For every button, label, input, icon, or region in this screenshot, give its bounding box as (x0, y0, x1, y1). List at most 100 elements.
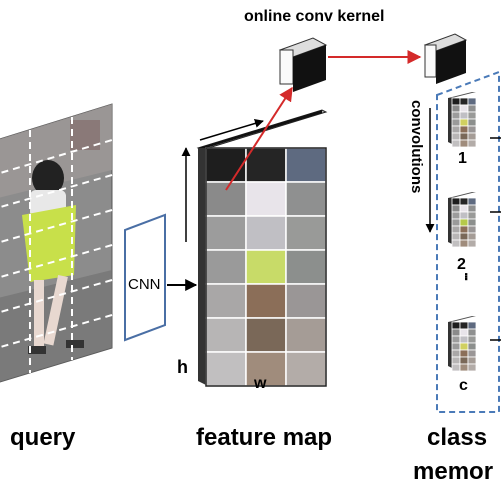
memory-map-cell (459, 225, 469, 234)
memory-map-cell (467, 335, 477, 344)
memory-map-cell (459, 328, 469, 337)
memory-map-3 (448, 316, 477, 372)
memory-map-cell (467, 197, 477, 206)
h-label: h (177, 357, 188, 377)
memory-map-cell (459, 363, 469, 372)
w-label: w (254, 375, 267, 392)
memory-map-cell (459, 218, 469, 227)
memory-map-top (448, 192, 476, 198)
online-kernel-cube (278, 37, 328, 92)
query-label: query (10, 424, 76, 451)
memory-map-cell (451, 328, 461, 337)
memory-map-cell (451, 111, 461, 120)
memory-map-cell (467, 342, 477, 351)
memory-kernel-cube (423, 33, 468, 84)
memory-map-cell (467, 232, 477, 241)
class-id-1: 1 (458, 150, 467, 167)
memory-map-cell (459, 197, 469, 206)
memory-map-cell (451, 211, 461, 220)
feature-map-cell (205, 181, 247, 217)
feature-map-cell (285, 317, 327, 353)
memory-map-cell (467, 239, 477, 248)
memory-map-cell (459, 239, 469, 248)
memory-map-cell (467, 125, 477, 134)
memory-map-cell (451, 139, 461, 148)
memory-map-cell (467, 321, 477, 330)
memory-map-cell (451, 232, 461, 241)
feature-map-label: feature map (196, 424, 333, 451)
memory-map-cell (459, 349, 469, 358)
feature-map-cell (245, 181, 287, 217)
right-ticks (490, 137, 501, 341)
memory-map-cell (451, 363, 461, 372)
class-memory-box (436, 70, 500, 413)
memory-map-cell (451, 356, 461, 365)
memory-map-cell (467, 97, 477, 106)
memory-map-cell (451, 97, 461, 106)
online-kernel-label: online conv kernel (244, 8, 385, 25)
memory-map-cell (451, 104, 461, 113)
memory-map-cell (467, 211, 477, 220)
memory-map-2 (448, 192, 477, 248)
memory-map-cell (467, 118, 477, 127)
memory-map-cell (467, 204, 477, 213)
feature-map-cell (205, 317, 247, 353)
memory-map-cell (451, 342, 461, 351)
memory-map-cell (459, 118, 469, 127)
memory-map-edge (448, 198, 452, 244)
memory-map-cell (459, 97, 469, 106)
memory-map-cell (459, 342, 469, 351)
memory-map-cell (451, 239, 461, 248)
memory-map-cell (459, 132, 469, 141)
feature-map-cell (205, 249, 247, 285)
memory-map-cell (467, 349, 477, 358)
memory-map-cell (451, 125, 461, 134)
feature-map-cell (285, 215, 327, 251)
memory-map-cell (459, 232, 469, 241)
memory-map-cell (467, 363, 477, 372)
memory-map-cell (459, 139, 469, 148)
memory-map-cell (459, 104, 469, 113)
feature-map (196, 109, 328, 387)
feature-map-cell (205, 351, 247, 387)
feature-map-cell (245, 249, 287, 285)
memory-map-cell (451, 349, 461, 358)
feature-map-cell (205, 215, 247, 251)
memory-map-cell (459, 111, 469, 120)
class-memory-label-2: memor (413, 458, 494, 485)
query-grid (0, 117, 113, 373)
class-memory-label-1: class (427, 424, 488, 451)
memory-map-cell (467, 356, 477, 365)
memory-map-top (448, 316, 476, 322)
query-image (0, 103, 113, 383)
feature-map-cell (285, 181, 327, 217)
cnn-block (124, 213, 166, 342)
class-id-c: c (459, 377, 468, 394)
feature-map-cell (205, 283, 247, 319)
memory-map-cell (451, 321, 461, 330)
memory-map-cell (459, 204, 469, 213)
feature-map-cell (285, 249, 327, 285)
class-id-2: 2 (457, 256, 466, 273)
memory-map-cell (451, 225, 461, 234)
memory-map-cell (451, 335, 461, 344)
memory-map-cell (467, 104, 477, 113)
feature-map-cell (245, 215, 287, 251)
cnn-label: CNN (128, 276, 161, 293)
w-dimension-arrow (199, 119, 264, 141)
feature-map-cell (245, 147, 287, 183)
feature-map-cell (245, 317, 287, 353)
memory-map-cell (467, 111, 477, 120)
memory-map-cell (467, 139, 477, 148)
memory-map-top (448, 92, 476, 98)
memory-map-cell (459, 211, 469, 220)
memory-map-cell (467, 328, 477, 337)
feature-map-cell (285, 351, 327, 387)
extract-kernel-arrow (225, 86, 293, 191)
memory-map-cell (459, 335, 469, 344)
memory-map-cell (451, 118, 461, 127)
memory-map-cell (459, 356, 469, 365)
memory-map-cell (467, 225, 477, 234)
memory-map-cell (451, 197, 461, 206)
